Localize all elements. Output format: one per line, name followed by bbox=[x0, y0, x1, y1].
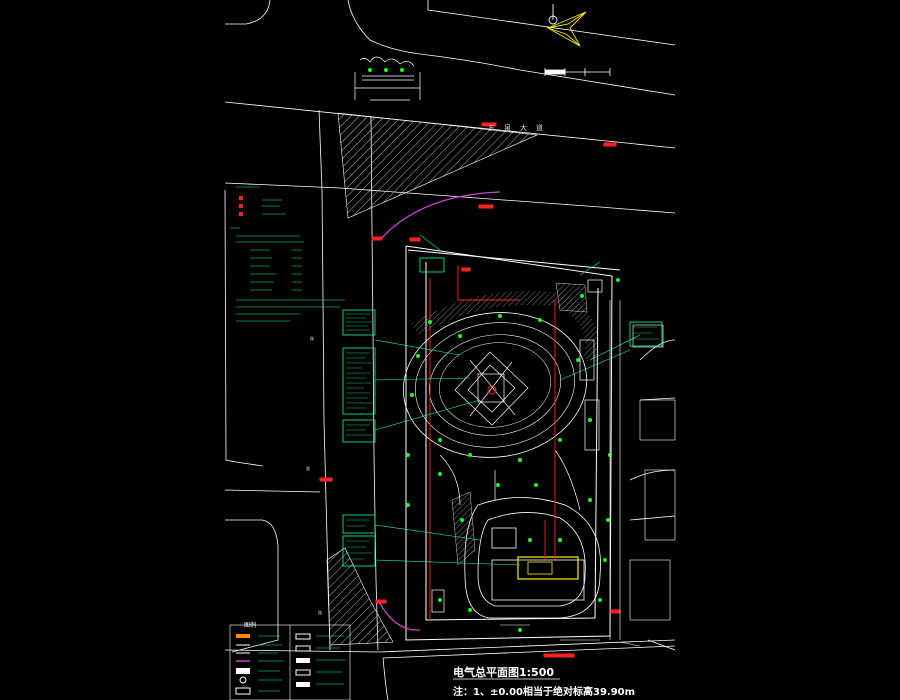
legend-text bbox=[258, 635, 346, 692]
notes-block-red-markers bbox=[239, 196, 243, 216]
oval-building bbox=[402, 291, 599, 458]
drawing-title: 电气总平面图1:500 bbox=[453, 666, 555, 679]
annotation-boxes bbox=[342, 257, 663, 567]
road-linework bbox=[224, 0, 676, 700]
legend-table bbox=[229, 624, 351, 700]
east-buildings bbox=[609, 300, 676, 640]
road-name-label: 五泉大道 bbox=[488, 124, 552, 132]
lower-building bbox=[464, 497, 601, 619]
svg-text:路: 路 bbox=[306, 465, 310, 471]
section-detail bbox=[354, 56, 421, 101]
svg-text:路: 路 bbox=[318, 609, 322, 615]
legend-symbols bbox=[235, 633, 311, 695]
connector-road bbox=[439, 449, 581, 511]
hatched-green-area-north bbox=[337, 112, 539, 219]
purple-arc-south bbox=[377, 599, 421, 631]
red-cable-lines bbox=[429, 265, 556, 620]
notes-block bbox=[230, 186, 345, 322]
gate-structures bbox=[431, 279, 603, 613]
leader-lines bbox=[374, 234, 641, 566]
yellow-equipment-box bbox=[517, 556, 579, 580]
legend-title: 图例 bbox=[244, 622, 257, 629]
annotation-box-text bbox=[346, 313, 659, 560]
yellow-equipment-box-inner bbox=[527, 561, 553, 575]
bottom-annotations bbox=[500, 624, 641, 647]
misc-small-text: 路 路 路 bbox=[306, 335, 322, 615]
central-marker bbox=[487, 385, 497, 395]
drawing-note: 注：1、±0.00相当于绝对标高39.90m bbox=[453, 687, 636, 698]
section-detail-fill bbox=[368, 68, 404, 72]
svg-text:路: 路 bbox=[310, 335, 314, 341]
purple-arc-north bbox=[379, 191, 501, 241]
north-arrow-icon bbox=[546, 4, 587, 47]
hatched-green-area-south bbox=[326, 547, 394, 646]
central-structure bbox=[454, 351, 529, 426]
scale-bar-icon bbox=[544, 68, 611, 76]
green-light-points bbox=[406, 278, 620, 632]
hatched-area-west bbox=[451, 491, 476, 566]
